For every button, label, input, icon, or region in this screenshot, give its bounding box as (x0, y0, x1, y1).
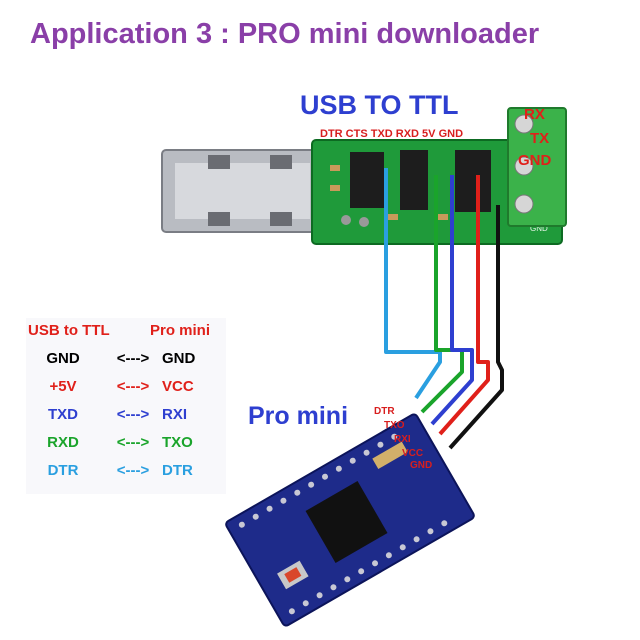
wire-vcc (438, 175, 490, 436)
row-right: RXI (162, 406, 188, 423)
row-arrow: <---> (116, 406, 150, 423)
terminal-label-tx: TX (530, 130, 550, 147)
wires (384, 168, 504, 450)
usb-to-ttl-label: USB TO TTL (300, 90, 459, 120)
row-right: DTR (162, 462, 193, 479)
row-left: TXD (48, 406, 78, 423)
pro-mini-pin-dtr: DTR (374, 406, 395, 417)
pro-mini-pin-txo: TXO (384, 420, 405, 431)
wire-gnd (448, 205, 504, 450)
row-arrow: <---> (116, 434, 150, 451)
row-left: DTR (47, 462, 79, 479)
row-left: RXD (47, 434, 79, 451)
row-right: GND (162, 350, 196, 367)
pcb-silk-gnd: GND (530, 224, 548, 233)
row-right: TXO (162, 434, 193, 451)
wire-txd (430, 175, 474, 426)
row-arrow: <---> (116, 378, 150, 395)
row-arrow: <---> (116, 350, 150, 367)
usb-pin-labels: DTR CTS TXD RXD 5V GND (320, 128, 464, 140)
usb-plug (161, 149, 323, 233)
pro-mini-label: Pro mini (248, 402, 349, 430)
header-usb-to-ttl: USB to TTL (28, 322, 110, 339)
terminal-label-rx: RX (524, 106, 545, 123)
row-right: VCC (162, 378, 194, 395)
pin-mapping-table: USB to TTL Pro mini GND <---> GND +5V <-… (26, 318, 226, 494)
screw-terminal (507, 107, 567, 227)
pro-mini-board (225, 413, 475, 627)
row-left: GND (46, 350, 80, 367)
header-pro-mini: Pro mini (150, 322, 211, 339)
pro-mini-pin-vcc: VCC (402, 448, 423, 459)
row-left: +5V (49, 378, 77, 395)
row-arrow: <---> (116, 462, 150, 479)
pro-mini-pin-gnd: GND (410, 460, 432, 471)
terminal-label-gnd: GND (518, 152, 552, 169)
page-title: Application 3 : PRO mini downloader (30, 18, 540, 50)
pro-mini-pin-rxi: RXI (394, 434, 411, 445)
